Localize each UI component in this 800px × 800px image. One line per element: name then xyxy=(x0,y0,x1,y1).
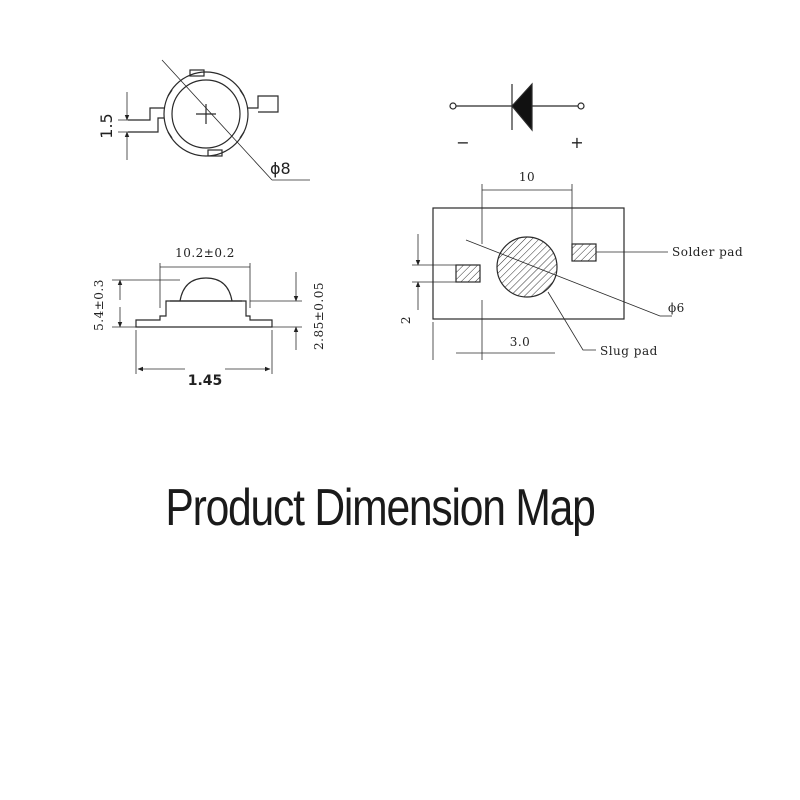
top-view-height-label: 1.5 xyxy=(97,113,116,138)
solder-pad-left xyxy=(455,264,481,283)
top-view-lens xyxy=(171,79,241,149)
diode-symbol xyxy=(449,82,585,132)
solder-pad-label: Solder pad xyxy=(672,245,743,259)
slug-pad-label: Slug pad xyxy=(600,344,658,358)
slug-diameter-label: ϕ6 xyxy=(668,301,685,315)
plus-polarity-label: + xyxy=(570,133,583,152)
minus-polarity-label: − xyxy=(456,133,469,152)
top-view xyxy=(118,59,310,181)
footprint-view xyxy=(412,184,672,360)
pad-spacing-label: 10 xyxy=(519,170,535,184)
side-view-height-label: 5.4±0.3 xyxy=(92,279,106,331)
solder-pad-right xyxy=(571,243,597,262)
top-view-diameter-label: ϕ8 xyxy=(270,159,291,178)
slug-pad xyxy=(496,236,558,298)
side-view xyxy=(112,263,302,374)
side-view-base-height-label: 2.85±0.05 xyxy=(312,282,326,350)
top-view-outer-ring xyxy=(163,71,249,157)
footprint-board xyxy=(432,207,625,320)
pad-height-label: 2 xyxy=(399,316,413,324)
side-view-width-label: 10.2±0.2 xyxy=(175,246,235,260)
side-view-length-label: 1.45 xyxy=(188,373,223,389)
page-title: Product Dimension Map xyxy=(165,479,595,537)
offset-label: 3.0 xyxy=(510,335,531,349)
